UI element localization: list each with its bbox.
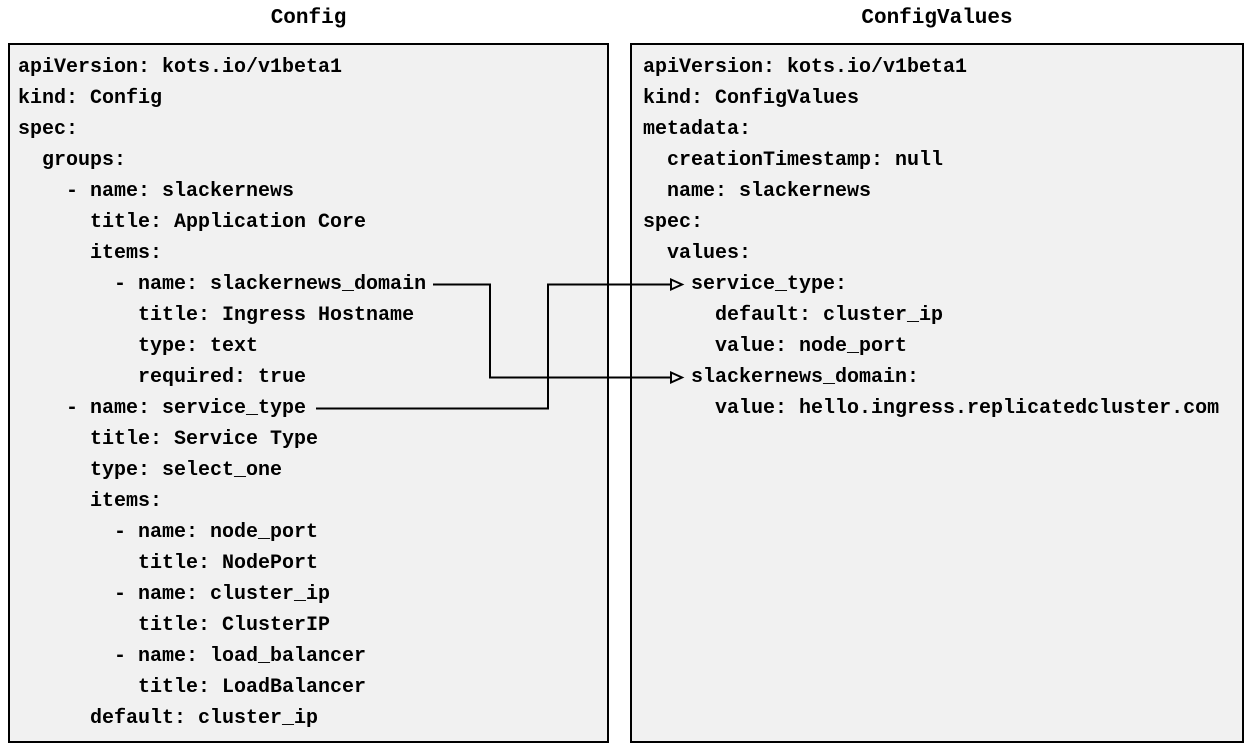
configvalues-panel-title: ConfigValues [861,7,1013,30]
config-yaml-code: apiVersion: kots.io/v1beta1 kind: Config… [18,56,427,730]
configvalues-yaml-code: apiVersion: kots.io/v1beta1 kind: Config… [643,56,1220,420]
config-panel: apiVersion: kots.io/v1beta1 kind: Config… [8,43,609,743]
configvalues-panel: apiVersion: kots.io/v1beta1 kind: Config… [630,43,1244,743]
config-panel-title: Config [270,7,347,30]
